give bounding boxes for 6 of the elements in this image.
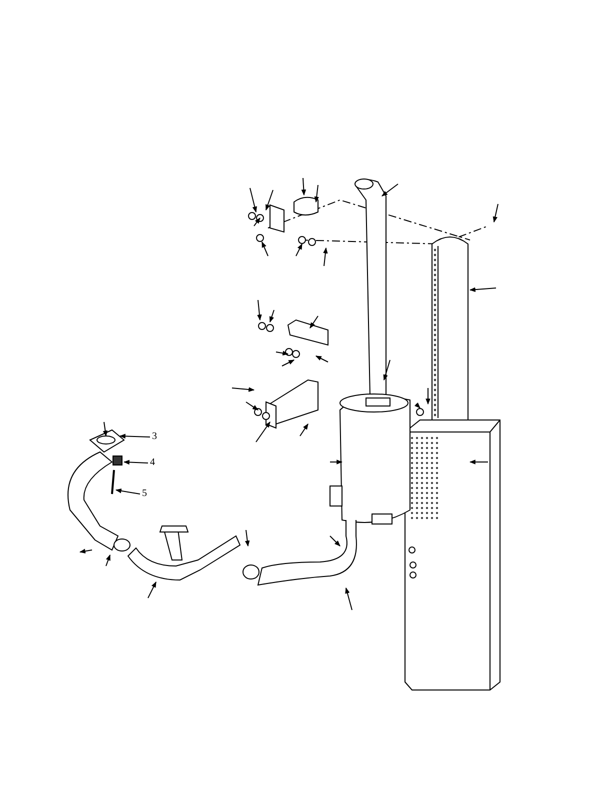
leader-line — [115, 488, 140, 494]
callout-number: 5 — [142, 488, 147, 500]
callout-number: 4 — [150, 457, 155, 469]
leader-line — [119, 434, 150, 439]
leader-line — [123, 460, 148, 465]
callout-number: 3 — [152, 431, 157, 443]
